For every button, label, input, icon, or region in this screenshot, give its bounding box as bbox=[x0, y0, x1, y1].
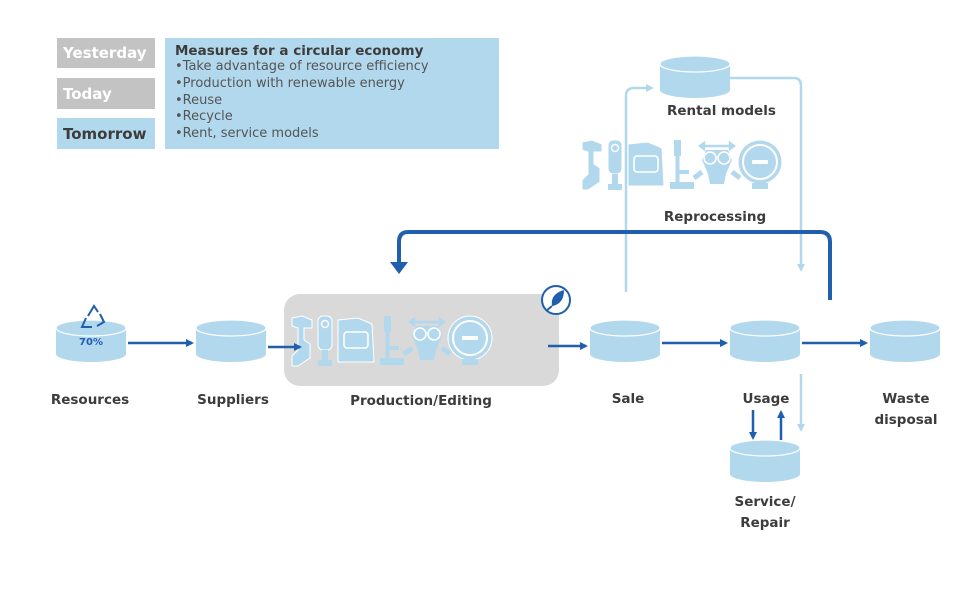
measure-item: Rent, service models bbox=[175, 126, 489, 143]
measures-box: Measures for a circular economy Take adv… bbox=[165, 38, 499, 149]
suppliers-label: Suppliers bbox=[197, 392, 269, 408]
reprocessing-return-arrow bbox=[397, 230, 832, 300]
sale-cylinder bbox=[589, 319, 661, 363]
service-cylinder bbox=[729, 439, 801, 483]
rental-loop-down-arrow bbox=[730, 76, 805, 272]
suppliers-cylinder bbox=[195, 319, 267, 363]
measures-title: Measures for a circular economy bbox=[175, 43, 424, 59]
era-today: Today bbox=[57, 78, 155, 109]
measure-item: Production with renewable energy bbox=[175, 76, 489, 93]
measure-item: Reuse bbox=[175, 93, 489, 110]
usage-cylinder bbox=[729, 319, 801, 363]
sale-label: Sale bbox=[611, 391, 645, 407]
green-energy-icon bbox=[541, 285, 571, 315]
measures-list: Take advantage of resource efficiency Pr… bbox=[175, 59, 489, 143]
recycle-icon bbox=[80, 304, 106, 328]
reprocessing-product-icons bbox=[582, 140, 782, 190]
rental-models-label: Rental models bbox=[667, 103, 776, 119]
waste-label: Waste disposal bbox=[866, 389, 946, 431]
service-label-line1: Service/ bbox=[734, 494, 796, 510]
recycle-percent: 70% bbox=[79, 337, 103, 348]
measure-item: Recycle bbox=[175, 109, 489, 126]
usage-label: Usage bbox=[742, 391, 790, 407]
production-label: Production/Editing bbox=[350, 393, 492, 409]
measure-item: Take advantage of resource efficiency bbox=[175, 59, 489, 76]
rental-models-cylinder bbox=[659, 55, 731, 99]
waste-label-line2: disposal bbox=[874, 412, 938, 428]
era-yesterday: Yesterday bbox=[57, 38, 155, 68]
reprocessing-label: Reprocessing bbox=[663, 209, 767, 225]
waste-label-line1: Waste bbox=[882, 391, 930, 407]
resources-label: Resources bbox=[50, 392, 130, 408]
era-tomorrow: Tomorrow bbox=[57, 118, 155, 149]
service-label-line2: Repair bbox=[740, 515, 790, 531]
rental-loop-up-arrow bbox=[624, 84, 654, 292]
reprocessing-arrowhead bbox=[390, 262, 408, 274]
waste-cylinder bbox=[869, 319, 941, 363]
service-label: Service/ Repair bbox=[725, 492, 805, 534]
